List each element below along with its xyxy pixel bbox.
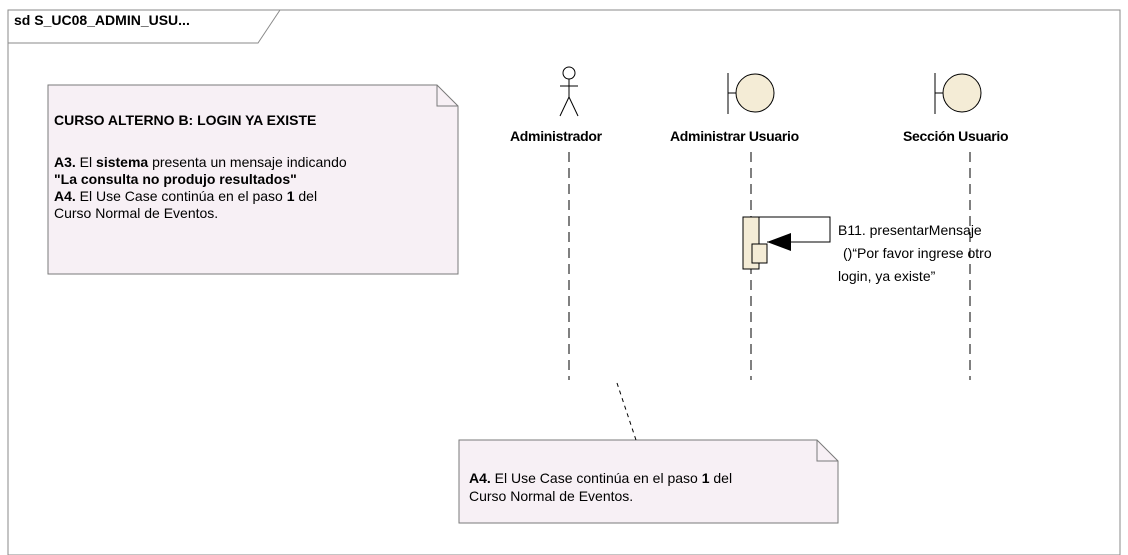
note-quote: "La consulta no produjo resultados" — [54, 171, 297, 187]
note-text-span: El Use Case continúa en el paso — [75, 188, 287, 204]
note-curso-alterno[interactable] — [47, 84, 459, 275]
frame-tab — [8, 9, 281, 44]
note-a4[interactable] — [458, 439, 839, 524]
message-label-line2[interactable]: ()“Por favor ingrese otro — [843, 245, 992, 261]
boundary-icon-seccion-usuario[interactable] — [934, 73, 982, 114]
note-bold-span: 1 — [286, 188, 295, 204]
self-message-line[interactable] — [759, 216, 831, 243]
lifeline-name-administrar-usuario[interactable]: Administrar Usuario — [670, 128, 799, 144]
note-anchor-link — [616, 382, 637, 441]
message-label-line1[interactable]: B11. presentarMensaje — [838, 222, 982, 238]
message-arrowhead — [767, 233, 791, 251]
note-bold-span: 1 — [701, 470, 710, 486]
activation-bar-nested[interactable] — [751, 243, 768, 264]
frame-border — [7, 9, 1121, 555]
lifeline-name-seccion-usuario[interactable]: Sección Usuario — [903, 128, 1009, 144]
note2-line-a4-cont: Curso Normal de Eventos. — [469, 488, 634, 504]
note-line-a3: A3. El sistema presenta un mensaje indic… — [54, 154, 347, 171]
note-text-span: del — [294, 188, 318, 204]
step-number: A3. — [54, 154, 76, 170]
step-number: A4. — [54, 188, 76, 204]
note-text-span: presenta un mensaje indicando — [148, 154, 347, 170]
note-text-span: El — [75, 154, 97, 170]
actor-icon[interactable] — [559, 66, 579, 117]
note2-line-a4: A4. El Use Case continúa en el paso 1 de… — [469, 470, 732, 487]
note-line-a4: A4. El Use Case continúa en el paso 1 de… — [54, 188, 317, 205]
note-line-a4-cont: Curso Normal de Eventos. — [54, 205, 219, 221]
lifeline-name-administrador[interactable]: Administrador — [510, 128, 602, 144]
note-text-span: El Use Case continúa en el paso — [490, 470, 702, 486]
message-label-line3[interactable]: login, ya existe” — [838, 268, 936, 284]
note-title: CURSO ALTERNO B: LOGIN YA EXISTE — [54, 112, 317, 128]
note-bold-span: sistema — [96, 154, 149, 170]
step-number: A4. — [469, 470, 491, 486]
note-text-span: del — [709, 470, 733, 486]
frame-title: sd S_UC08_ADMIN_USU... — [14, 12, 190, 28]
boundary-icon-administrar-usuario[interactable] — [727, 73, 775, 114]
